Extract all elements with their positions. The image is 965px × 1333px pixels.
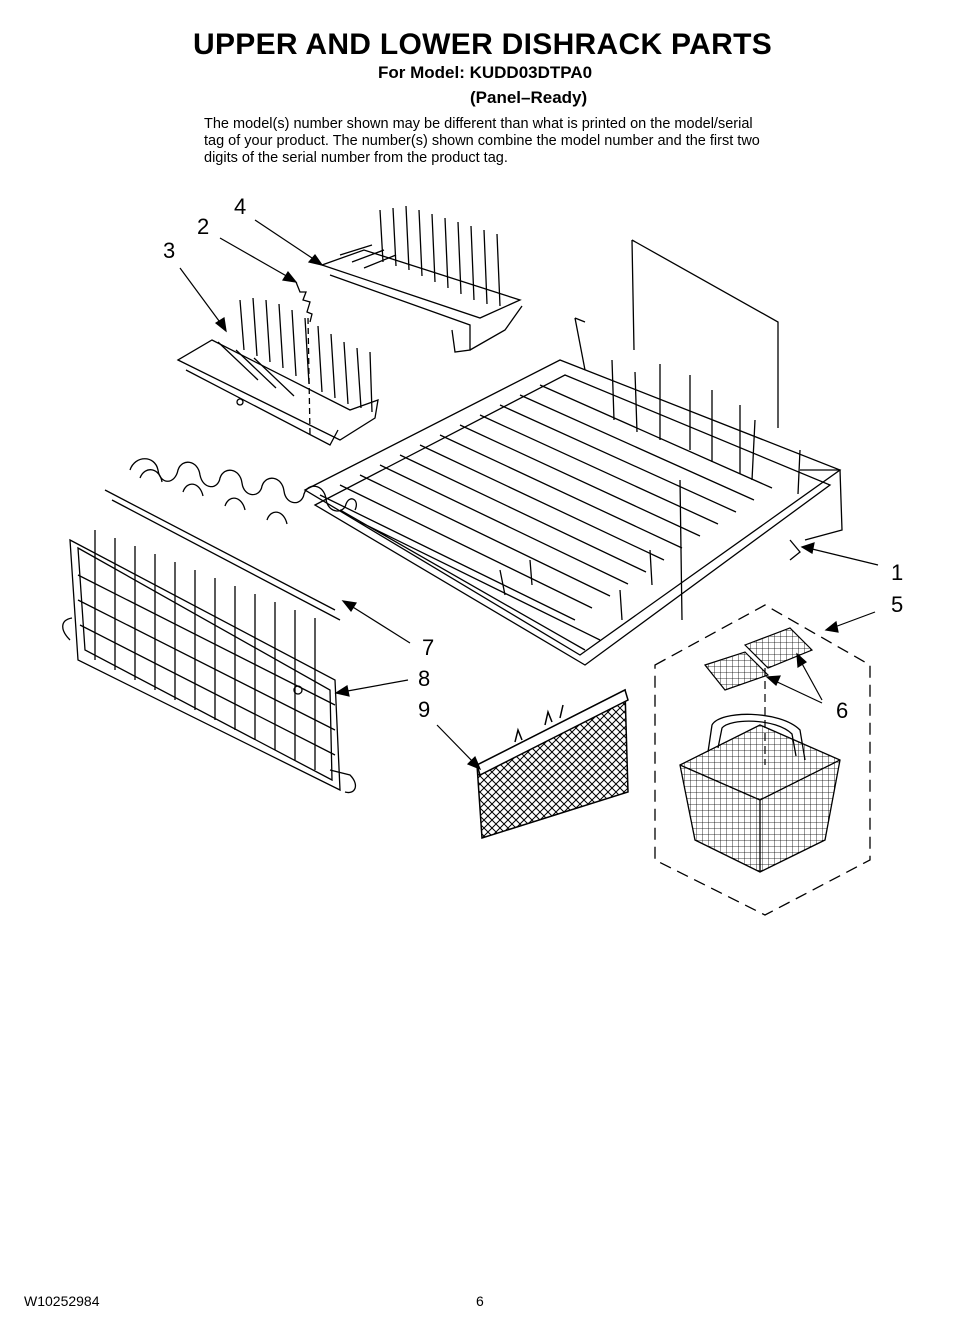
callout-2: 2 — [197, 214, 209, 239]
callout-6: 6 — [836, 698, 848, 723]
document-number: W10252984 — [24, 1293, 100, 1309]
lower-dishrack-part — [303, 239, 843, 666]
page-number: 6 — [476, 1293, 484, 1309]
leader-arrows — [179, 219, 879, 771]
callout-4: 4 — [234, 194, 246, 219]
callout-7: 7 — [422, 635, 434, 660]
model-number: For Model: KUDD03DTPA0 — [378, 63, 593, 82]
tine-rack-upper-part — [320, 205, 523, 353]
rack-clip-part — [295, 281, 313, 436]
disclaimer-text: The model(s) number shown may be differe… — [204, 116, 760, 166]
callout-8: 8 — [418, 666, 430, 691]
tine-rack-lower-part — [176, 297, 379, 446]
callout-9: 9 — [418, 697, 430, 722]
silverware-basket-assembly — [654, 604, 871, 916]
model-variant: (Panel–Ready) — [470, 88, 588, 107]
basket-covers-part — [703, 627, 814, 691]
callout-1: 1 — [891, 560, 903, 585]
callout-5: 5 — [891, 592, 903, 617]
page-title: UPPER AND LOWER DISHRACK PARTS — [192, 28, 772, 61]
callout-3: 3 — [163, 238, 175, 263]
mesh-shield-part — [476, 688, 629, 840]
wire-side-rack-part — [62, 530, 357, 794]
fold-down-tines-part — [104, 458, 357, 621]
